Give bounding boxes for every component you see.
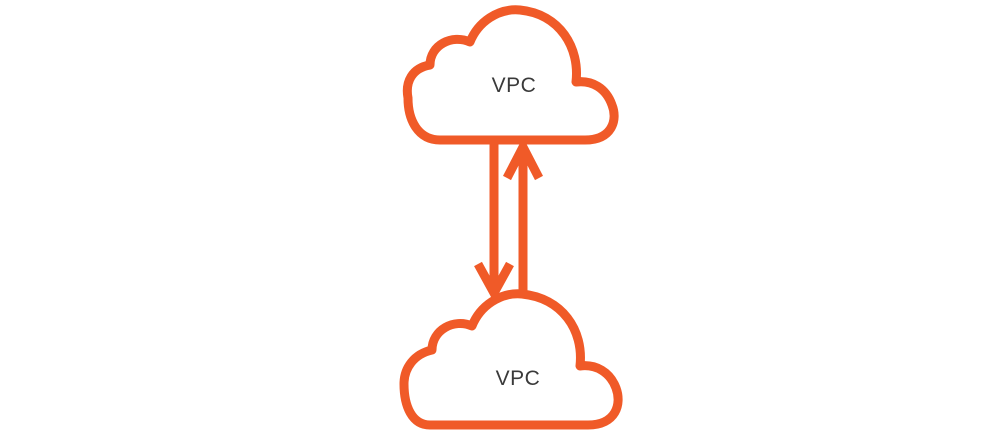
arrow-down-icon: [474, 144, 514, 303]
bottom-vpc-node: VPC: [399, 289, 623, 430]
top-vpc-label: VPC: [492, 74, 537, 97]
top-vpc-node: VPC: [402, 5, 619, 145]
arrow-up-icon: [503, 137, 543, 294]
cloud-icon: [402, 5, 619, 145]
cloud-icon: [399, 289, 623, 430]
bottom-vpc-label: VPC: [496, 367, 541, 390]
connection-arrows: [474, 137, 543, 303]
